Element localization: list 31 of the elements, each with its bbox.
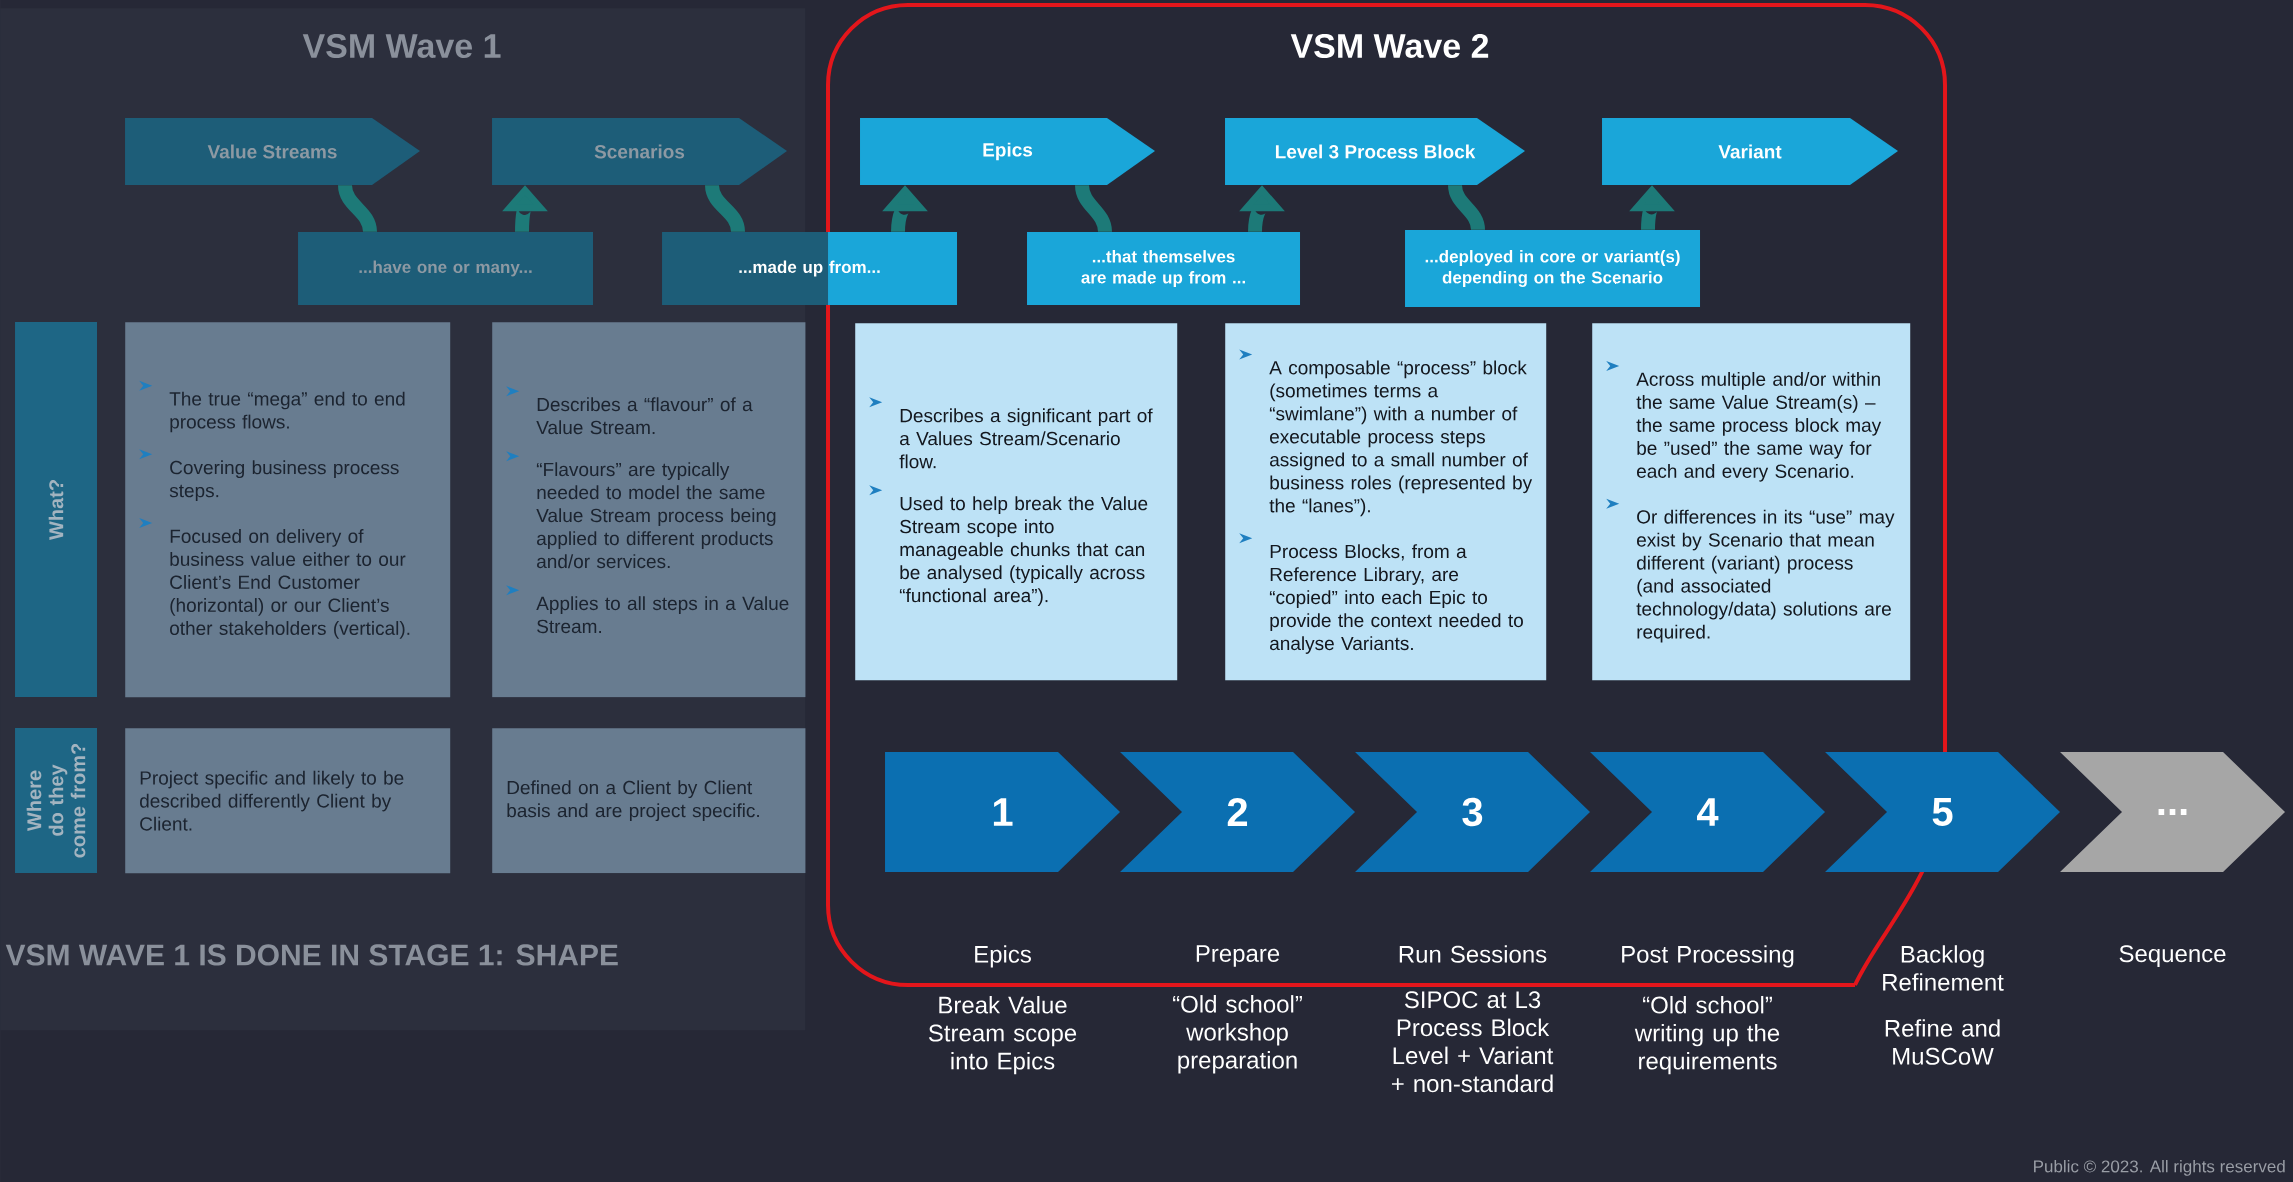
description-box: Describes a significant part of a Values Stream/Scenario flow. Used to help break the Value Stream scope into manageable chunks that can be analysed (typically across “functional area”). — [855, 323, 1178, 681]
process-step: ... — [2060, 752, 2285, 872]
step-description: “Old school” workshop preparation — [1173, 995, 1302, 1074]
process-step: 5 — [1825, 752, 2060, 872]
step-description: Break Value Stream scope into Epics — [928, 995, 1077, 1075]
step-description: Refine and MuSCoW — [1885, 1019, 2000, 1065]
description-box: Project specific and likely to be described differently Client by Client. — [125, 728, 451, 874]
connector-box: ...that themselves are made up from ... — [1027, 232, 1300, 305]
step-label: Run Sessions — [1399, 945, 1547, 963]
description-box: Describes a “flavour” of a Value Stream. “Flavours” are typically needed to model the same Value Stream process being applied to different products and/or services. Applies to all steps in a Value Stream. — [492, 322, 806, 698]
connector-box: ...made up from... — [662, 232, 957, 305]
footer-note: Public © 2023. All rights reserved — [2034, 1159, 2285, 1176]
process-step: 2 — [1120, 752, 1355, 872]
step-label: Backlog Refinement — [1883, 945, 2004, 991]
step-label: Prepare — [1196, 945, 1280, 967]
process-step: 3 — [1355, 752, 1590, 872]
description-box: Defined on a Client by Client basis and are project specific. — [492, 728, 806, 874]
description-box: A composable “process” block (sometimes terms a “swimlane”) with a number of executable process steps assigned to a small number of business roles (represented by the “lanes”). Process Blocks, from a Reference Library, are “copied” into each Epic to provide the context needed to analyse Variants. — [1225, 323, 1547, 681]
step-label: Sequence — [2119, 945, 2226, 967]
row-header: Where do they come from? — [15, 728, 97, 873]
row-header: What? — [15, 322, 97, 697]
process-step: 4 — [1590, 752, 1825, 872]
connector-box: ...deployed in core or variant(s) depending on the Scenario — [1405, 230, 1700, 307]
connector-box: ...have one or many... — [298, 232, 593, 305]
description-box: Across multiple and/or within the same Value Stream(s) – the same process block may be ”used” the same way for each and every Scenario. Or differences in its “use” may exist by Scenario that mean different (variant) process (and associated technology/data) solutions are required. — [1592, 323, 1911, 681]
description-box: The true “mega” end to end process flows. Covering business process steps. Focused on delivery of business value either to our Client’s End Customer (horizontal) or our Client’s other stakeholders (vertical). — [125, 322, 451, 698]
process-step: 1 — [885, 752, 1120, 872]
step-description: “Old school” writing up the requirements — [1634, 995, 1780, 1075]
step-label: Epics — [975, 945, 1031, 968]
step-label: Post Processing — [1622, 945, 1794, 968]
step-description: SIPOC at L3 Process Block Level + Variant + non-standard — [1391, 991, 1554, 1093]
